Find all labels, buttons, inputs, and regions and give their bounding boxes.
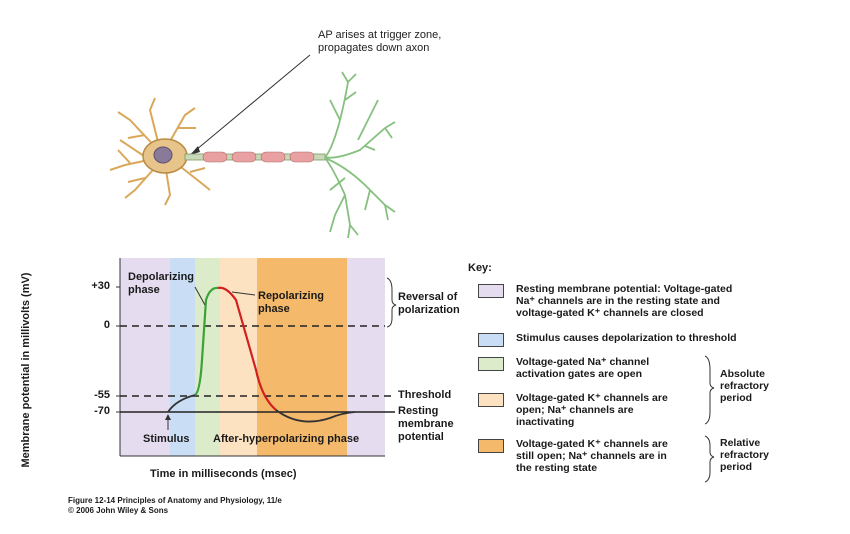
callout-line-2: propagates down axon xyxy=(318,42,430,54)
resting-potential-label: Resting membrane potential xyxy=(398,405,454,443)
region-stimulus xyxy=(170,258,195,456)
key-title: Key: xyxy=(468,262,492,274)
depolarizing-phase-label: Depolarizing phase xyxy=(128,271,195,296)
trigger-zone-callout: AP arises at trigger zone, propagates do… xyxy=(318,29,518,55)
y-tick-minus55: -55 xyxy=(94,389,110,401)
y-tick-minus70: -70 xyxy=(94,405,110,417)
key-swatch-green xyxy=(478,357,504,371)
after-hyperpolarizing-label: After-hyperpolarizing phase xyxy=(213,433,360,445)
repolarization-trace xyxy=(217,286,277,411)
key-swatch-blue xyxy=(478,333,504,347)
repolarizing-phase-label: Repolarizing phase xyxy=(258,290,325,315)
region-resting-right xyxy=(347,258,385,456)
key-swatch-purple xyxy=(478,284,504,298)
threshold-label: Threshold xyxy=(398,389,452,401)
callout-arrowhead xyxy=(190,146,200,155)
axon-terminals xyxy=(324,71,396,239)
y-axis-label: Membrane potential in millivolts (mV) xyxy=(20,272,32,468)
relative-bracket xyxy=(704,435,715,483)
key-swatch-peach xyxy=(478,393,504,407)
hyperpolarization-trace xyxy=(275,409,356,423)
callout-pointer xyxy=(189,54,311,156)
relative-refractory-label: Relative refractory period xyxy=(720,437,770,473)
region-resting-left xyxy=(120,258,170,456)
depolarizing-pointer xyxy=(194,286,206,306)
reversal-bracket xyxy=(386,277,397,328)
dendrites xyxy=(109,97,211,206)
figure-caption: Figure 12-14 Principles of Anatomy and P… xyxy=(68,496,282,515)
callout-line-1: AP arises at trigger zone, xyxy=(318,29,442,41)
nucleus xyxy=(153,146,173,164)
stimulus-label: Stimulus xyxy=(143,433,190,445)
y-tick-plus30: +30 xyxy=(91,280,110,292)
region-k-still-open xyxy=(257,258,347,456)
repolarizing-pointer xyxy=(231,291,256,296)
depolarization-trace xyxy=(194,286,219,396)
reversal-label: Reversal of polarization xyxy=(398,291,460,316)
stimulus-trace xyxy=(167,394,196,413)
absolute-bracket xyxy=(704,355,715,425)
x-axis-label: Time in milliseconds (msec) xyxy=(150,468,297,480)
key-swatch-orange xyxy=(478,439,504,453)
y-tick-0: 0 xyxy=(103,319,110,331)
region-na-activation xyxy=(195,258,220,456)
absolute-refractory-label: Absolute refractory period xyxy=(720,368,770,404)
myelin-sheath xyxy=(202,151,315,163)
